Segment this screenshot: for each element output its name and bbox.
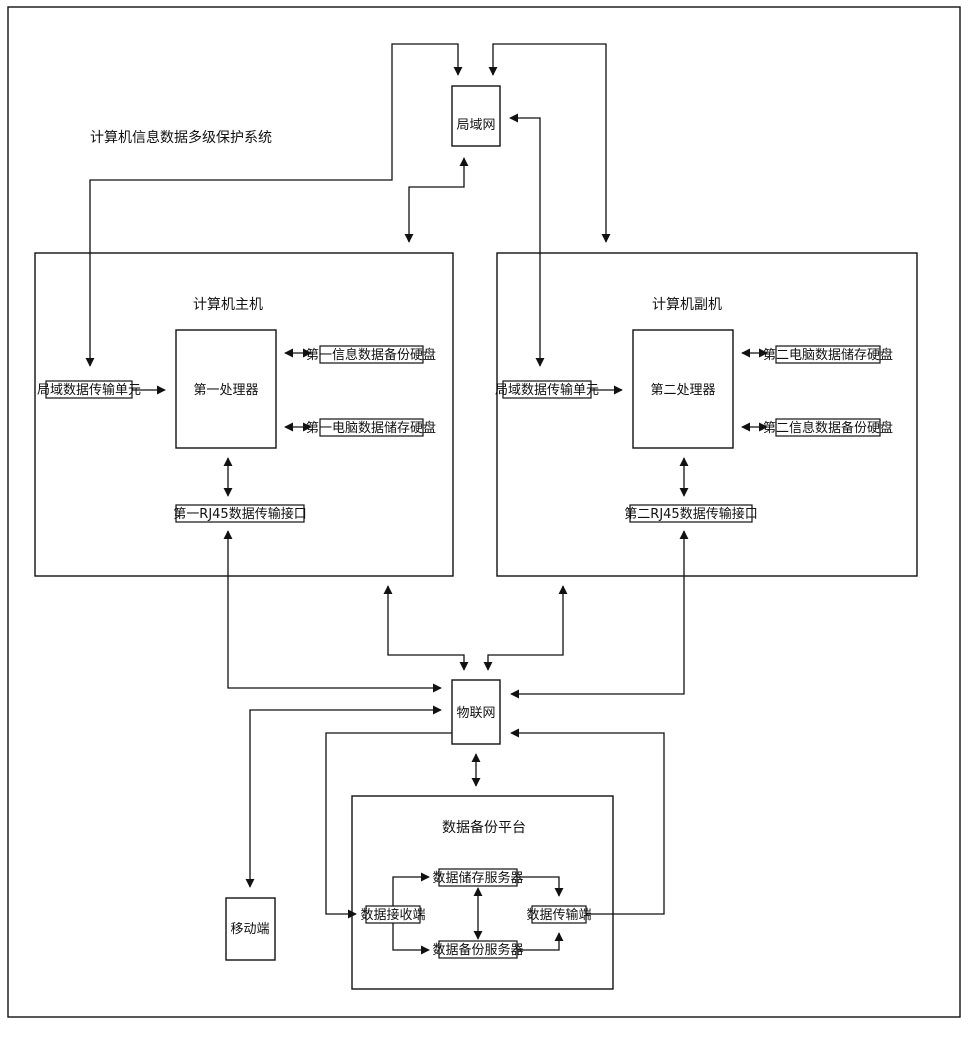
second-pc-storage-disk-label: 第二电脑数据储存硬盘 <box>763 347 893 363</box>
first-rj45-label: 第一RJ45数据传输接口 <box>173 506 306 522</box>
sub-host-to-iot-line <box>488 586 563 670</box>
second-processor-label: 第二处理器 <box>650 383 715 398</box>
first-info-backup-disk-label: 第一信息数据备份硬盘 <box>306 347 436 363</box>
backup-server-label: 数据备份服务器 <box>432 942 523 958</box>
backup-platform-title: 数据备份平台 <box>442 819 526 836</box>
sub-lan-unit-label: 局域数据传输单元 <box>495 382 599 398</box>
main-lan-unit-label: 局域数据传输单元 <box>37 382 141 398</box>
main-host-to-iot-line <box>388 586 464 670</box>
sub-host-title: 计算机副机 <box>652 297 722 313</box>
lan-box <box>452 86 500 146</box>
iot-label: 物联网 <box>456 706 495 721</box>
first-pc-storage-disk-label: 第一电脑数据储存硬盘 <box>306 420 436 436</box>
lan-to-main-host-line <box>409 158 464 242</box>
second-rj45-label: 第二RJ45数据传输接口 <box>624 506 757 522</box>
first-processor-label: 第一处理器 <box>193 383 258 398</box>
second-info-backup-disk-label: 第二信息数据备份硬盘 <box>763 420 893 436</box>
lan-to-sub-host-line <box>493 44 606 242</box>
main-host-title: 计算机主机 <box>193 297 263 313</box>
lan-label: 局域网 <box>456 118 495 133</box>
transmitter-label: 数据传输端 <box>526 907 591 923</box>
mobile-label: 移动端 <box>230 922 269 937</box>
receiver-label: 数据接收端 <box>360 907 425 923</box>
system-title: 计算机信息数据多级保护系统 <box>90 129 272 146</box>
storage-server-label: 数据储存服务器 <box>432 870 523 886</box>
